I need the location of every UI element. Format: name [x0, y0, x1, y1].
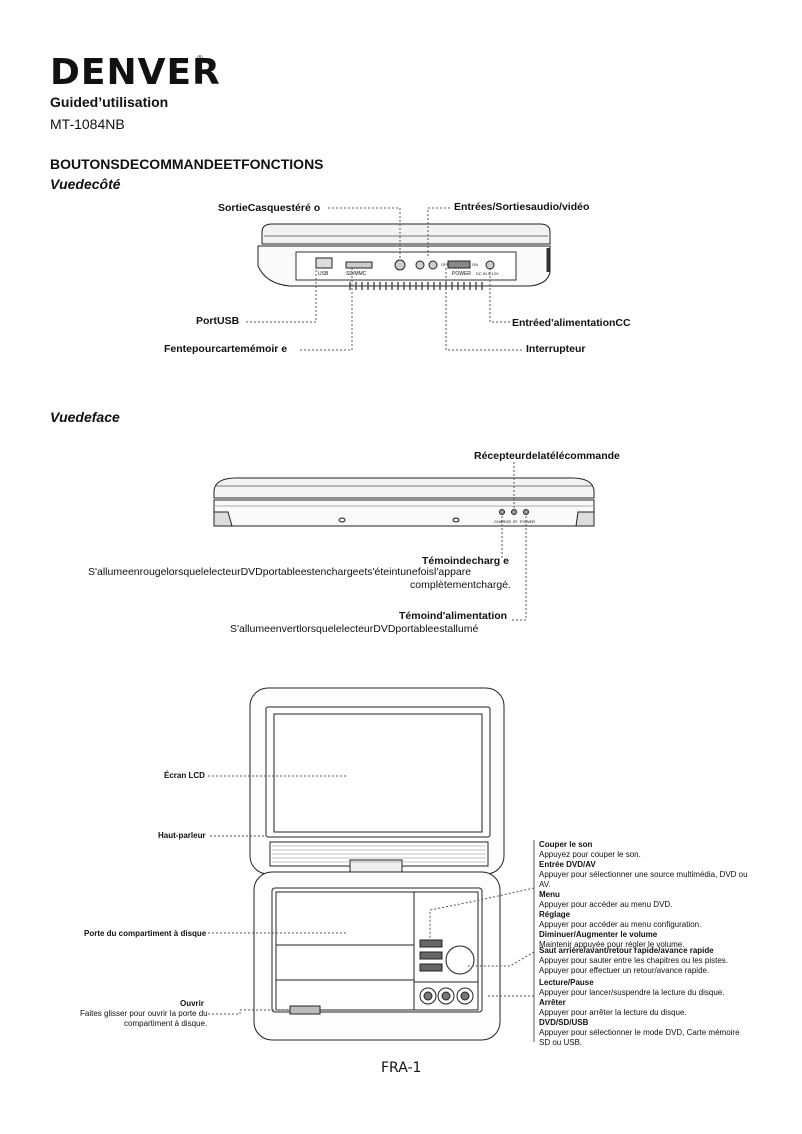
menu-title: Menu: [539, 890, 560, 899]
source-title: DVD/SD/USB: [539, 1018, 589, 1027]
label-power-indicator: Témoind'alimentation: [399, 610, 508, 622]
side-vent-slots: [349, 282, 483, 290]
speaker-grille-pattern: [272, 845, 486, 863]
side-view-leaders: [246, 207, 522, 351]
mute-desc: Appuyez pour couper le son.: [539, 850, 641, 859]
play-pause-desc: Appuyer pour lancer/suspendre la lecture…: [539, 988, 725, 997]
right-panel-group-2: Saut arrière/avant/retour rapide/avance …: [539, 946, 764, 976]
device-text-front-power: POWER: [520, 519, 536, 524]
volume-desc: Maintenir appuyée pour régler le volume.: [539, 940, 685, 949]
label-ir-receiver: Récepteurdelatélécommande: [474, 450, 620, 462]
front-view-title: Vuedeface: [50, 409, 120, 425]
skip-desc-1: Appuyer pour sauter entre les chapitres …: [539, 956, 728, 965]
play-pause-title: Lecture/Pause: [539, 978, 594, 987]
open-desc-line2: compartiment à disque.: [124, 1019, 208, 1028]
device-text-off: OFF: [441, 262, 449, 267]
device-text-charge: CHARGE: [494, 519, 512, 524]
volume-title: Diminuer/Augmenter le volume: [539, 930, 658, 939]
open-view-device: [249, 687, 505, 1041]
brand-logo: DENVER: [50, 52, 221, 93]
front-view-leaders: [501, 462, 527, 621]
label-open: Ouvrir: [180, 999, 205, 1008]
power-indicator-desc: S'allumeenvertlorsquelelecteurDVDportabl…: [230, 623, 479, 635]
setup-title: Réglage: [539, 910, 571, 919]
right-panel-group-1: Couper le son Appuyez pour couper le son…: [539, 840, 764, 950]
label-lcd-screen: Écran LCD: [164, 771, 205, 780]
front-view-device: [213, 477, 595, 527]
label-charge-indicator: Témoindecharg e: [422, 555, 509, 567]
open-desc-line1: Faites glisser pour ouvrir la porte du: [80, 1009, 208, 1018]
charge-desc-line2: complètementchargé.: [410, 579, 511, 591]
mute-title: Couper le son: [539, 840, 593, 849]
label-usb-port: PortUSB: [196, 315, 240, 327]
skip-desc-2: Appuyer pour effectuer un retour/avance …: [539, 966, 710, 975]
source-desc-1: Appuyer pour sélectionner le mode DVD, C…: [539, 1028, 740, 1037]
registered-mark: ®: [197, 54, 203, 63]
device-text-on: ON: [472, 262, 478, 267]
section-title: BOUTONSDECOMMANDEETFONCTIONS: [50, 156, 324, 172]
device-text-usb: USB: [318, 271, 329, 277]
label-dc-input: Entréed'alimentationCC: [512, 317, 631, 329]
right-panel-group-3: Lecture/Pause Appuyer pour lancer/suspen…: [539, 978, 764, 1048]
page-number: FRA-1: [381, 1060, 422, 1076]
device-text-dc: DC IN 9-12V: [476, 271, 499, 276]
document-subtitle: Guided’utilisation: [50, 94, 169, 110]
stop-title: Arrêter: [539, 998, 566, 1007]
source-desc-2: SD ou USB.: [539, 1038, 583, 1047]
side-view-title: Vuedecôté: [50, 176, 121, 192]
label-av-io: Entrées/Sortiesaudio/vidéo: [454, 201, 590, 213]
charge-desc-line1: S'allumeenrougelorsquelelecteurDVDportab…: [88, 566, 472, 578]
skip-title: Saut arrière/avant/retour rapide/avance …: [539, 946, 714, 955]
device-text-power: POWER: [452, 271, 471, 277]
dvd-av-desc-1: Appuyer pour sélectionner une source mul…: [539, 870, 748, 879]
setup-desc: Appuyer pour accéder au menu configurati…: [539, 920, 702, 929]
label-power-switch: Interrupteur: [526, 343, 586, 355]
label-card-slot: Fentepourcartemémoir e: [164, 343, 288, 355]
label-disc-door: Porte du compartiment à disque: [84, 929, 207, 938]
stop-desc: Appuyer pour arrêter la lecture du disqu…: [539, 1008, 687, 1017]
open-view-leaders: [208, 775, 535, 1015]
model-number: MT-1084NB: [50, 116, 125, 132]
label-speaker: Haut-parleur: [158, 831, 206, 840]
menu-desc: Appuyer pour accéder au menu DVD.: [539, 900, 673, 909]
side-view-device: [257, 223, 551, 287]
label-headphone-out: SortieCasquestéré o: [218, 202, 321, 214]
dvd-av-desc-2: AV.: [539, 880, 551, 889]
dvd-av-title: Entrée DVD/AV: [539, 860, 596, 869]
device-text-sdmmc: SD/MMC: [346, 271, 367, 277]
device-text-ir: IR: [513, 519, 517, 524]
